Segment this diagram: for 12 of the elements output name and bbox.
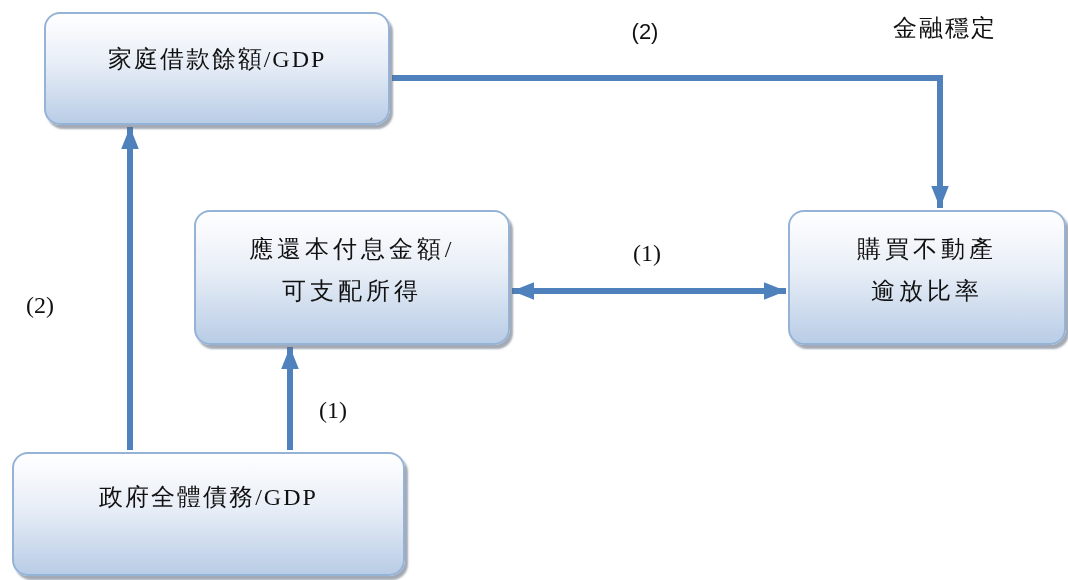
box-label: 應還本付息金額/可支配所得 [247,235,457,306]
arrow [121,127,139,450]
rounded-box [44,12,390,125]
box-label: 家庭借款餘額/GDP [107,45,327,74]
box-label: 購買不動產逾放比率 [856,235,998,306]
rounded-box [12,452,405,576]
rounded-box [788,210,1066,345]
box-label: 政府全體債務/GDP [99,483,318,512]
rounded-box [194,210,510,345]
arrow [281,347,299,450]
arrow [512,282,786,300]
arrow [392,75,949,208]
